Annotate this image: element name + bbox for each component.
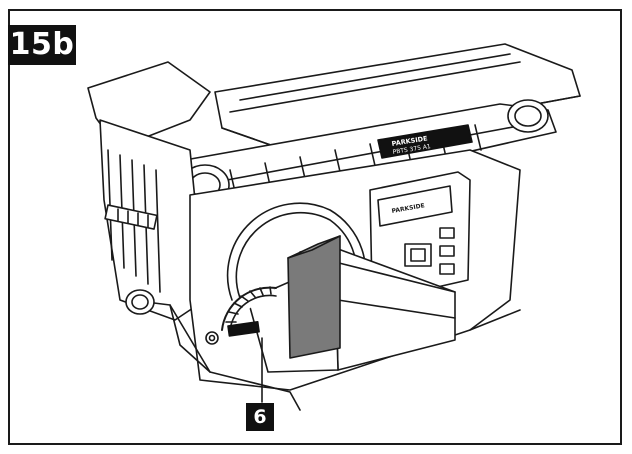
control-panel: PARKSIDE <box>369 171 471 301</box>
callout-6: 6 <box>246 403 274 431</box>
knob <box>125 289 155 315</box>
angle-scale <box>205 286 277 345</box>
workpiece <box>287 235 341 359</box>
motor-housing <box>87 61 211 321</box>
name-plate: PARKSIDE PBTS 375 A1 <box>377 124 473 159</box>
figure-label: 15b <box>8 25 76 65</box>
